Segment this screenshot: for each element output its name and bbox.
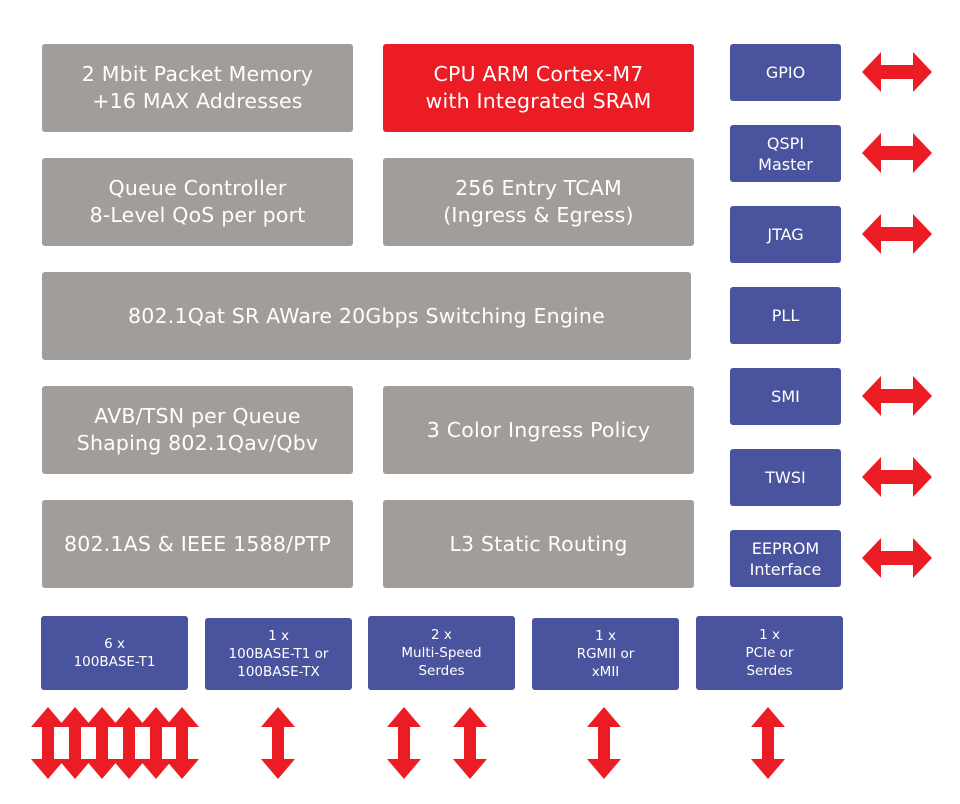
tx-port-double-arrow-icon — [261, 707, 295, 779]
ingress-policy-label: 3 Color Ingress Policy — [426, 417, 651, 442]
port6-double-arrow-icon — [165, 707, 199, 779]
port1-double-arrow-icon — [31, 707, 65, 779]
port5-double-arrow-icon — [139, 707, 173, 779]
twsi-double-arrow-icon — [862, 457, 932, 497]
pcie-double-arrow-icon — [751, 707, 785, 779]
twsi-block: TWSI — [730, 449, 841, 506]
cpu-block: CPU ARM Cortex-M7 with Integrated SRAM — [383, 44, 694, 132]
queue-controller-label: Queue Controller 8-Level QoS per port — [89, 176, 306, 227]
switching-engine-block: 802.1Qat SR AWare 20Gbps Switching Engin… — [42, 272, 691, 360]
smi-double-arrow-icon — [862, 376, 932, 416]
pll-block: PLL — [730, 287, 841, 344]
port-block-serdes: 2 x Multi-Speed Serdes — [368, 616, 515, 690]
tcam-label: 256 Entry TCAM (Ingress & Egress) — [443, 176, 634, 227]
cpu-label: CPU ARM Cortex-M7 with Integrated SRAM — [425, 62, 652, 113]
eeprom-interface-block: EEPROM Interface — [730, 530, 841, 587]
port-block-pcie: 1 x PCIe or Serdes — [696, 616, 843, 690]
eeprom-double-arrow-icon — [862, 538, 932, 578]
queue-controller-block: Queue Controller 8-Level QoS per port — [42, 158, 353, 246]
port-label-pcie: 1 x PCIe or Serdes — [745, 627, 794, 679]
ptp-label: 802.1AS & IEEE 1588/PTP — [63, 531, 332, 556]
qspi-master-block: QSPI Master — [730, 125, 841, 182]
packet-memory-label: 2 Mbit Packet Memory +16 MAX Addresses — [81, 62, 314, 113]
gpio-double-arrow-icon — [862, 52, 932, 92]
avb-tsn-block: AVB/TSN per Queue Shaping 802.1Qav/Qbv — [42, 386, 353, 474]
port-block-100base-tx: 1 x 100BASE-T1 or 100BASE-TX — [205, 618, 352, 690]
ingress-policy-block: 3 Color Ingress Policy — [383, 386, 694, 474]
jtag-block: JTAG — [730, 206, 841, 263]
serdes2-double-arrow-icon — [453, 707, 487, 779]
port2-double-arrow-icon — [58, 707, 92, 779]
l3-routing-block: L3 Static Routing — [383, 500, 694, 588]
port4-double-arrow-icon — [112, 707, 146, 779]
port-label-rgmii: 1 x RGMII or xMII — [576, 628, 635, 680]
qspi-master-label: QSPI Master — [758, 133, 813, 174]
port-label-serdes: 2 x Multi-Speed Serdes — [401, 627, 482, 679]
jtag-label: JTAG — [767, 225, 804, 244]
ptp-block: 802.1AS & IEEE 1588/PTP — [42, 500, 353, 588]
port3-double-arrow-icon — [85, 707, 119, 779]
port-block-rgmii: 1 x RGMII or xMII — [532, 618, 679, 690]
jtag-double-arrow-icon — [862, 214, 932, 254]
twsi-label: TWSI — [765, 468, 806, 487]
l3-routing-label: L3 Static Routing — [449, 531, 628, 556]
tcam-block: 256 Entry TCAM (Ingress & Egress) — [383, 158, 694, 246]
gpio-label: GPIO — [765, 63, 806, 82]
eeprom-interface-label: EEPROM Interface — [749, 538, 822, 579]
gpio-block: GPIO — [730, 44, 841, 101]
avb-tsn-label: AVB/TSN per Queue Shaping 802.1Qav/Qbv — [76, 404, 319, 455]
qspi-double-arrow-icon — [862, 133, 932, 173]
serdes1-double-arrow-icon — [387, 707, 421, 779]
port-block-100base-t1: 6 x 100BASE-T1 — [41, 616, 188, 690]
port-label-100base-tx: 1 x 100BASE-T1 or 100BASE-TX — [228, 628, 329, 680]
packet-memory-block: 2 Mbit Packet Memory +16 MAX Addresses — [42, 44, 353, 132]
pll-label: PLL — [771, 306, 800, 325]
port-label-100base-t1: 6 x 100BASE-T1 — [73, 636, 156, 670]
switching-engine-label: 802.1Qat SR AWare 20Gbps Switching Engin… — [128, 303, 605, 328]
smi-block: SMI — [730, 368, 841, 425]
rgmii-double-arrow-icon — [587, 707, 621, 779]
smi-label: SMI — [771, 387, 800, 406]
